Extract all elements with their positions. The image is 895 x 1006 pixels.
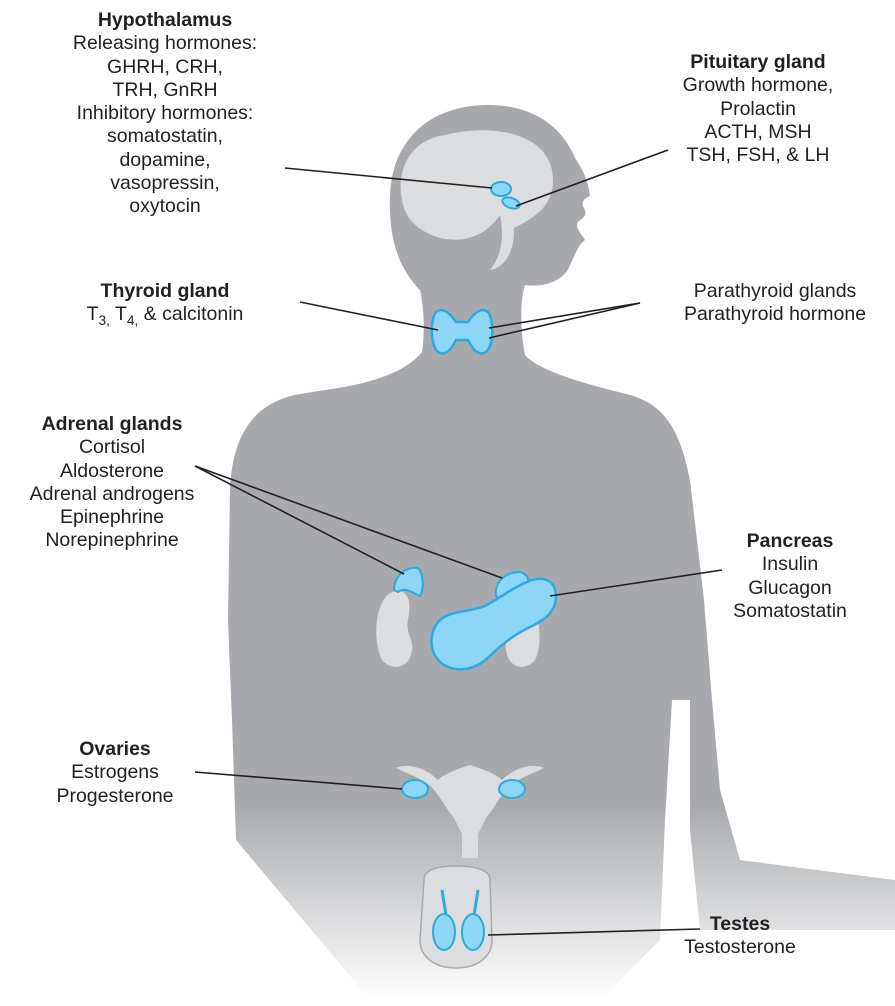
leader-thyroid xyxy=(300,302,438,330)
adrenal-line: Adrenal androgens xyxy=(0,483,224,506)
label-adrenal: Adrenal glands Cortisol Aldosterone Adre… xyxy=(0,413,224,553)
thyroid-title: Thyroid gland xyxy=(40,280,290,303)
scrotum-shape xyxy=(420,866,492,968)
thyroid-t4-subscript: 4, xyxy=(127,313,138,328)
label-parathyroid: Parathyroid glands Parathyroid hormone xyxy=(660,280,890,327)
ovaries-line: Progesterone xyxy=(30,785,200,808)
label-hypothalamus: Hypothalamus Releasing hormones: GHRH, C… xyxy=(40,9,290,219)
adrenal-title: Adrenal glands xyxy=(0,413,224,436)
adrenal-line: Epinephrine xyxy=(0,506,224,529)
label-pancreas: Pancreas Insulin Glucagon Somatostatin xyxy=(710,530,870,623)
hypothalamus-line: GHRH, CRH, xyxy=(40,56,290,79)
hypothalamus-line: oxytocin xyxy=(40,195,290,218)
ovary-right xyxy=(499,780,525,798)
adrenal-line: Aldosterone xyxy=(0,460,224,483)
adrenal-line: Cortisol xyxy=(0,436,224,459)
hypothalamus-title: Hypothalamus xyxy=(40,9,290,32)
thyroid-t3-subscript: 3, xyxy=(99,313,110,328)
pituitary-line: Growth hormone, xyxy=(648,74,868,97)
thyroid-t4: T xyxy=(110,303,127,325)
pituitary-line: Prolactin xyxy=(648,98,868,121)
hypothalamus-line: Releasing hormones: xyxy=(40,32,290,55)
ovaries-line: Estrogens xyxy=(30,761,200,784)
hypothalamus-line: somatostatin, xyxy=(40,125,290,148)
pancreas-title: Pancreas xyxy=(710,530,870,553)
pituitary-line: TSH, FSH, & LH xyxy=(648,144,868,167)
label-testes: Testes Testosterone xyxy=(660,913,820,960)
label-pituitary: Pituitary gland Growth hormone, Prolacti… xyxy=(648,51,868,167)
thyroid-hormones: T3, T4, & calcitonin xyxy=(40,303,290,326)
ovaries-title: Ovaries xyxy=(30,738,200,761)
pancreas-line: Glucagon xyxy=(710,577,870,600)
adrenal-line: Norepinephrine xyxy=(0,529,224,552)
hypothalamus-line: Inhibitory hormones: xyxy=(40,102,290,125)
pancreas-line: Somatostatin xyxy=(710,600,870,623)
testes-title: Testes xyxy=(660,913,820,936)
hypothalamus-line: vasopressin, xyxy=(40,172,290,195)
hypothalamus-line: TRH, GnRH xyxy=(40,79,290,102)
pituitary-title: Pituitary gland xyxy=(648,51,868,74)
hypothalamus-line: dopamine, xyxy=(40,149,290,172)
parathyroid-line: Parathyroid hormone xyxy=(660,303,890,326)
thyroid-calcitonin: & calcitonin xyxy=(138,303,243,325)
thyroid-t3: T xyxy=(87,303,99,325)
hypothalamus-gland xyxy=(491,182,511,196)
ovary-left xyxy=(402,780,428,798)
pituitary-line: ACTH, MSH xyxy=(648,121,868,144)
testes-line: Testosterone xyxy=(660,936,820,959)
pancreas-line: Insulin xyxy=(710,553,870,576)
parathyroid-line: Parathyroid glands xyxy=(660,280,890,303)
label-ovaries: Ovaries Estrogens Progesterone xyxy=(30,738,200,808)
label-thyroid: Thyroid gland T3, T4, & calcitonin xyxy=(40,280,290,327)
